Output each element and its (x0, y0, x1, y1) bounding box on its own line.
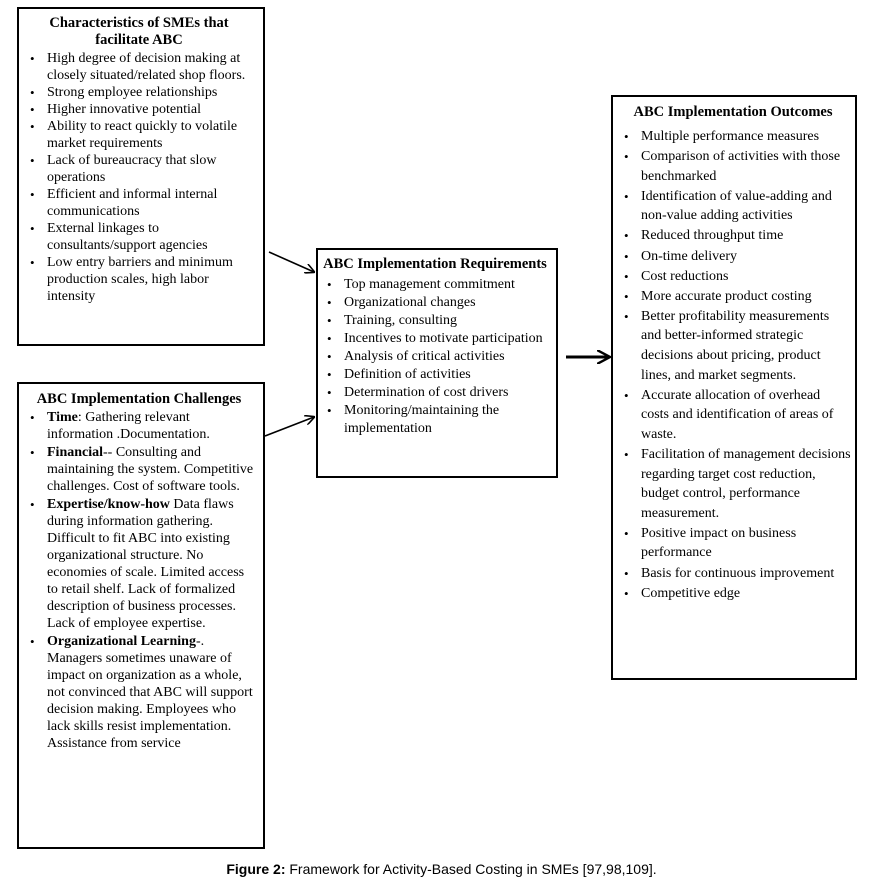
list-item: Multiple performance measures (615, 127, 851, 147)
list-item: High degree of decision making at closel… (21, 50, 257, 84)
list-item: On-time delivery (615, 247, 851, 267)
list-item: Analysis of critical activities (318, 348, 552, 366)
characteristics-box: Characteristics of SMEs that facilitate … (17, 7, 265, 346)
characteristics-title: Characteristics of SMEs that facilitate … (49, 15, 229, 48)
list-item: Identification of value-adding and non-v… (615, 187, 851, 226)
requirements-box: ABC Implementation Requirements Top mana… (316, 248, 558, 478)
item-label: Expertise/know-how (47, 497, 170, 512)
list-item: Financial-- Consulting and maintaining t… (21, 444, 257, 495)
list-item: Cost reductions (615, 267, 851, 287)
outcomes-box: ABC Implementation Outcomes Multiple per… (611, 95, 857, 680)
arrow-challenges-to-requirements (264, 417, 314, 437)
list-item: Time: Gathering relevant information .Do… (21, 409, 257, 443)
requirements-title: ABC Implementation Requirements (323, 256, 547, 272)
item-label: Organizational Learning (47, 634, 196, 649)
figure-caption: Figure 2: Framework for Activity-Based C… (0, 861, 883, 877)
caption-label: Figure 2: (226, 861, 286, 877)
list-item: Facilitation of management decisions reg… (615, 445, 851, 523)
list-item: Expertise/know-how Data flaws during inf… (21, 496, 257, 632)
list-item: Comparison of activities with those benc… (615, 147, 851, 186)
list-item: Determination of cost drivers (318, 384, 552, 402)
list-item: Low entry barriers and minimum productio… (21, 254, 257, 305)
list-item: Accurate allocation of overhead costs an… (615, 386, 851, 445)
list-item: Organizational Learning-. Managers somet… (21, 633, 257, 752)
challenges-list: Time: Gathering relevant information .Do… (21, 409, 257, 752)
list-item: Definition of activities (318, 366, 552, 384)
outcomes-list: Multiple performance measures Comparison… (615, 127, 851, 603)
item-text: Data flaws during information gathering.… (47, 497, 245, 631)
list-item: Monitoring/maintaining the implementatio… (318, 402, 552, 438)
list-item: External linkages to consultants/support… (21, 220, 257, 254)
list-item: Positive impact on business performance (615, 524, 851, 563)
outcomes-title: ABC Implementation Outcomes (633, 104, 833, 120)
list-item: Incentives to motivate participation (318, 330, 552, 348)
item-text: : Gathering relevant information .Docume… (47, 410, 210, 442)
challenges-title: ABC Implementation Challenges (36, 391, 242, 407)
item-text: -. Managers sometimes unaware of impact … (47, 634, 253, 751)
list-item: Lack of bureaucracy that slow operations (21, 152, 257, 186)
list-item: More accurate product costing (615, 287, 851, 307)
list-item: Reduced throughput time (615, 226, 851, 246)
list-item: Competitive edge (615, 584, 851, 604)
requirements-list: Top management commitment Organizational… (318, 276, 552, 438)
list-item: Better profitability measurements and be… (615, 307, 851, 385)
characteristics-list: High degree of decision making at closel… (21, 50, 257, 305)
item-label: Time (47, 410, 78, 425)
list-item: Top management commitment (318, 276, 552, 294)
list-item: Basis for continuous improvement (615, 564, 851, 584)
arrow-characteristics-to-requirements (268, 251, 314, 272)
item-text: -- Consulting and maintaining the system… (47, 445, 254, 494)
list-item: Training, consulting (318, 312, 552, 330)
list-item: Strong employee relationships (21, 84, 257, 101)
challenges-box: ABC Implementation Challenges Time: Gath… (17, 382, 265, 849)
caption-text: Framework for Activity-Based Costing in … (285, 861, 657, 877)
list-item: Efficient and informal internal communic… (21, 186, 257, 220)
list-item: Higher innovative potential (21, 101, 257, 118)
item-label: Financial (47, 445, 104, 460)
list-item: Ability to react quickly to volatile mar… (21, 118, 257, 152)
list-item: Organizational changes (318, 294, 552, 312)
